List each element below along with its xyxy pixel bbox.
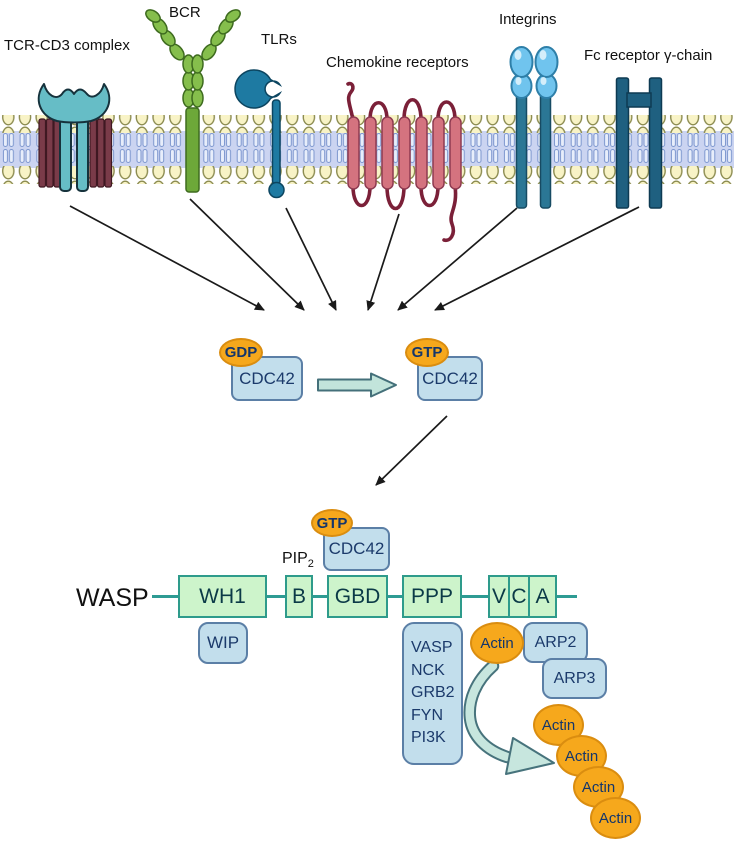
integrin-receptor: [509, 46, 559, 209]
bcr-receptor: [145, 9, 241, 193]
integrins-label: Integrins: [499, 11, 557, 28]
wasp-domain-a: A: [530, 575, 557, 618]
wasp-domain-b: B: [285, 575, 313, 618]
chemokine-label: Chemokine receptors: [326, 54, 469, 71]
binder-pi3k: PI3K: [411, 729, 446, 746]
wasp-domain-c: C: [510, 575, 530, 618]
fc-label: Fc receptor γ-chain: [584, 47, 713, 64]
wasp-domain-gbd: GBD: [327, 575, 388, 618]
cdc42-wasp-box: CDC42: [323, 527, 390, 571]
arp3-box: ARP3: [542, 658, 607, 699]
cdc42-gtp-box: CDC42: [417, 356, 483, 401]
wasp-name: WASP: [76, 584, 149, 612]
binder-nck: NCK: [411, 661, 445, 679]
arp2-box: ARP2: [523, 622, 588, 663]
pip2-label: PIP2: [282, 550, 314, 571]
tcr-cd3-receptor: [37, 83, 113, 192]
gtp-badge: GTP: [405, 338, 449, 367]
cdc42-gdp-box: CDC42: [231, 356, 303, 401]
tlr-label: TLRs: [261, 31, 297, 48]
filament-actin-4: Actin: [590, 797, 641, 839]
gdp-badge: GDP: [219, 338, 263, 367]
wasp-domain-v: V: [488, 575, 510, 618]
gtp-wasp-badge: GTP: [311, 509, 353, 537]
fc-receptor: [615, 77, 663, 209]
activation-arrow: [375, 415, 448, 486]
wip-box: WIP: [198, 622, 248, 664]
bcr-label: BCR: [169, 4, 201, 21]
tlr-receptor: [234, 69, 285, 199]
chemokine-receptor: [346, 81, 462, 243]
signal-arrows: [69, 198, 640, 311]
wasp-domain-wh1: WH1: [178, 575, 267, 618]
actin-monomer: Actin: [470, 622, 524, 664]
ppp-binders-box: VASP NCK GRB2 FYN PI3K: [402, 622, 463, 765]
binder-vasp: VASP: [411, 639, 453, 656]
binder-grb2: GRB2: [411, 684, 455, 701]
tcr-label: TCR-CD3 complex: [4, 37, 130, 54]
exchange-block-arrow: [317, 372, 397, 398]
binder-fyn: FYN: [411, 706, 443, 724]
wasp-domain-ppp: PPP: [402, 575, 462, 618]
polymerization-arrow: [463, 659, 555, 775]
